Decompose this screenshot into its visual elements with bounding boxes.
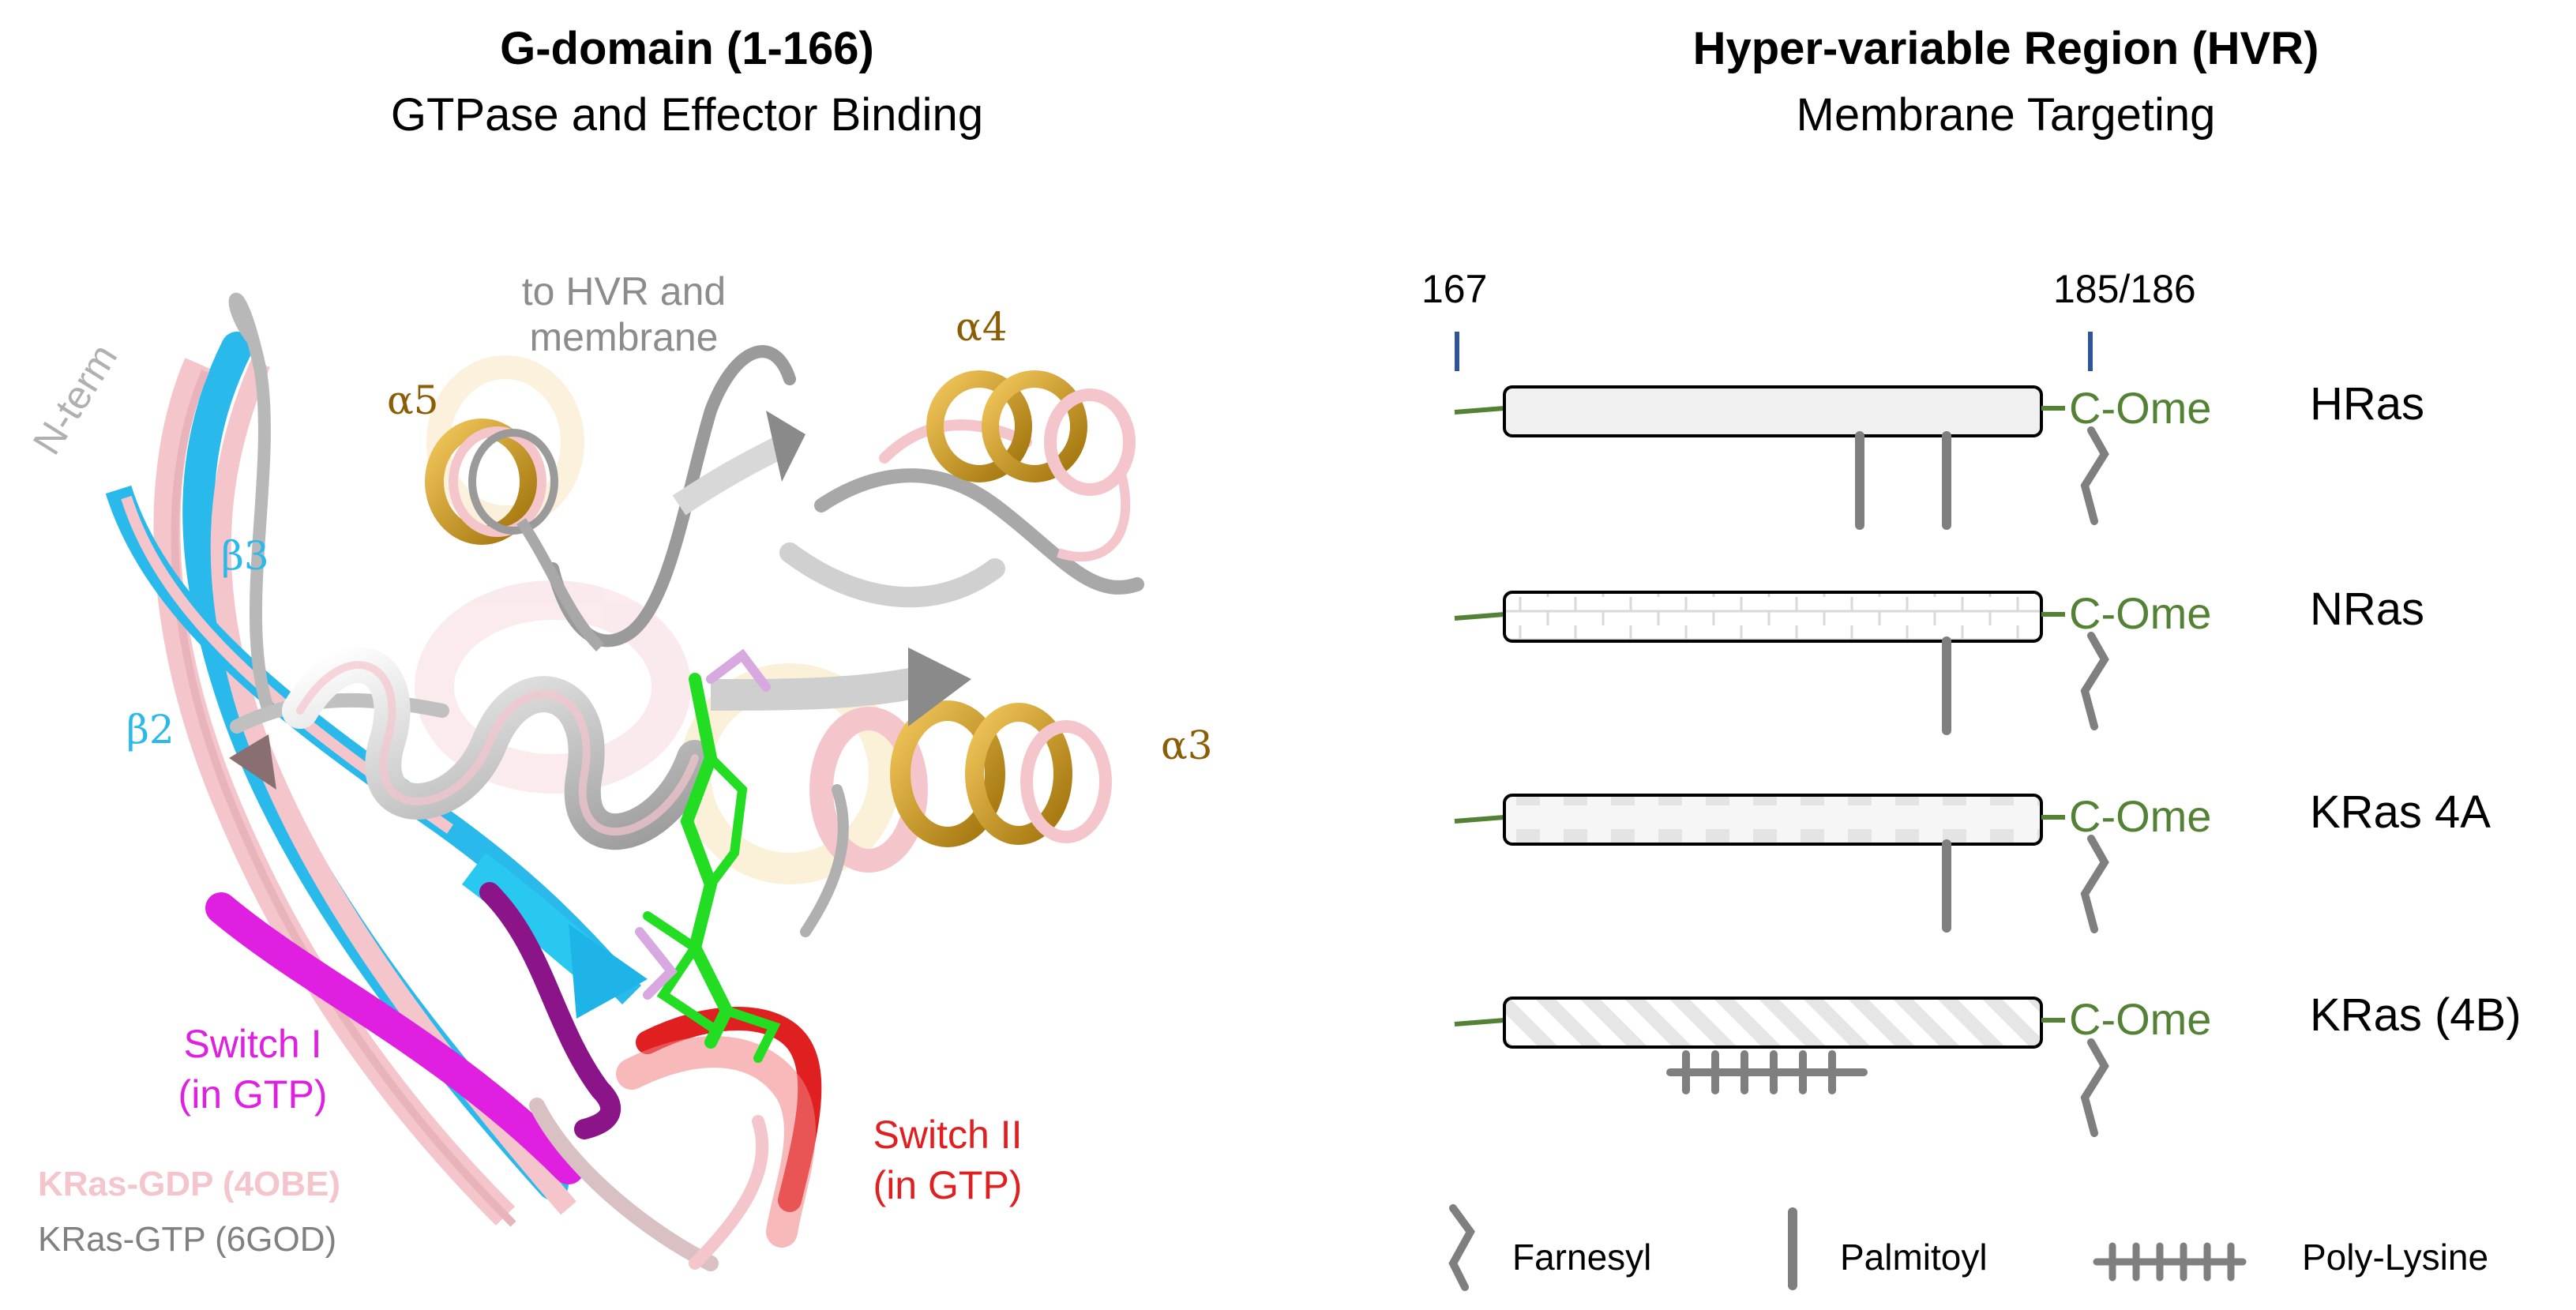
alpha3-helix <box>809 700 1112 873</box>
legend-farnesyl: Farnesyl <box>1512 1237 1652 1278</box>
beta-arrow-left <box>229 734 276 790</box>
isoform-kras4a: KRas 4A <box>2310 786 2491 838</box>
residue-start-label: 167 <box>1421 267 1488 311</box>
farnesyl-mark <box>2080 835 2109 933</box>
alpha1-helix <box>282 647 713 850</box>
kras-gtp-legend: KRas-GTP (6GOD) <box>38 1220 337 1259</box>
hras-row <box>1454 385 2109 530</box>
kras4a-bar <box>1503 794 2043 846</box>
come-label-kras4a: C-Ome <box>2069 791 2212 841</box>
alpha5-helix <box>425 419 604 651</box>
farnesyl-mark <box>2080 426 2109 525</box>
legend-polylysine: Poly-Lysine <box>2302 1237 2489 1278</box>
kras-gdp-legend: KRas-GDP (4OBE) <box>38 1165 341 1203</box>
alpha4-helix <box>926 370 1136 561</box>
alpha5-label: α5 <box>387 377 439 423</box>
polylysine-mark <box>1666 1050 1868 1094</box>
gdomain-subtitle: GTPase and Effector Binding <box>390 89 984 141</box>
come-label-hras: C-Ome <box>2069 383 2212 433</box>
switch1-region <box>205 882 621 1184</box>
kras4a-row <box>1454 794 2109 933</box>
farnesyl-mark <box>2080 1038 2109 1137</box>
ligand-sticks <box>635 648 781 1063</box>
kras-structure-illustration <box>105 292 1144 1271</box>
to-hvr-label: to HVR and membrane <box>521 269 727 359</box>
alpha4-label: α4 <box>956 304 1008 350</box>
beta-arrow-top <box>672 411 805 516</box>
kras4b-row <box>1454 997 2109 1137</box>
isoform-kras4b: KRas (4B) <box>2310 989 2522 1041</box>
come-label-nras: C-Ome <box>2069 588 2212 638</box>
gdomain-title: G-domain (1-166) <box>500 23 874 74</box>
isoform-nras: NRas <box>2310 584 2425 635</box>
switch2-label: Switch II (in GTP) <box>873 1113 1023 1207</box>
beta2-label: β2 <box>126 707 175 753</box>
loops-bottom <box>529 784 849 1271</box>
hras-bar <box>1503 385 2043 437</box>
farnesyl-legend-icon <box>1448 1204 1475 1291</box>
beta3-label: β3 <box>221 533 269 579</box>
hvr-subtitle: Membrane Targeting <box>1796 89 2216 141</box>
hvr-title: Hyper-variable Region (HVR) <box>1692 23 2319 74</box>
nras-bar <box>1503 591 2043 643</box>
switch1-label: Switch I (in GTP) <box>178 1022 328 1117</box>
kras4b-bar <box>1503 997 2043 1049</box>
legend-palmitoyl: Palmitoyl <box>1840 1237 1988 1278</box>
beta-arrow-right <box>710 647 971 726</box>
nras-row <box>1454 591 2109 735</box>
farnesyl-mark <box>2080 632 2109 730</box>
polylysine-legend-icon <box>2093 1242 2247 1282</box>
come-label-kras4b: C-Ome <box>2069 994 2212 1044</box>
alpha3-label: α3 <box>1161 723 1213 768</box>
isoform-hras: HRas <box>2310 378 2425 430</box>
residue-end-label: 185/186 <box>2053 267 2196 311</box>
